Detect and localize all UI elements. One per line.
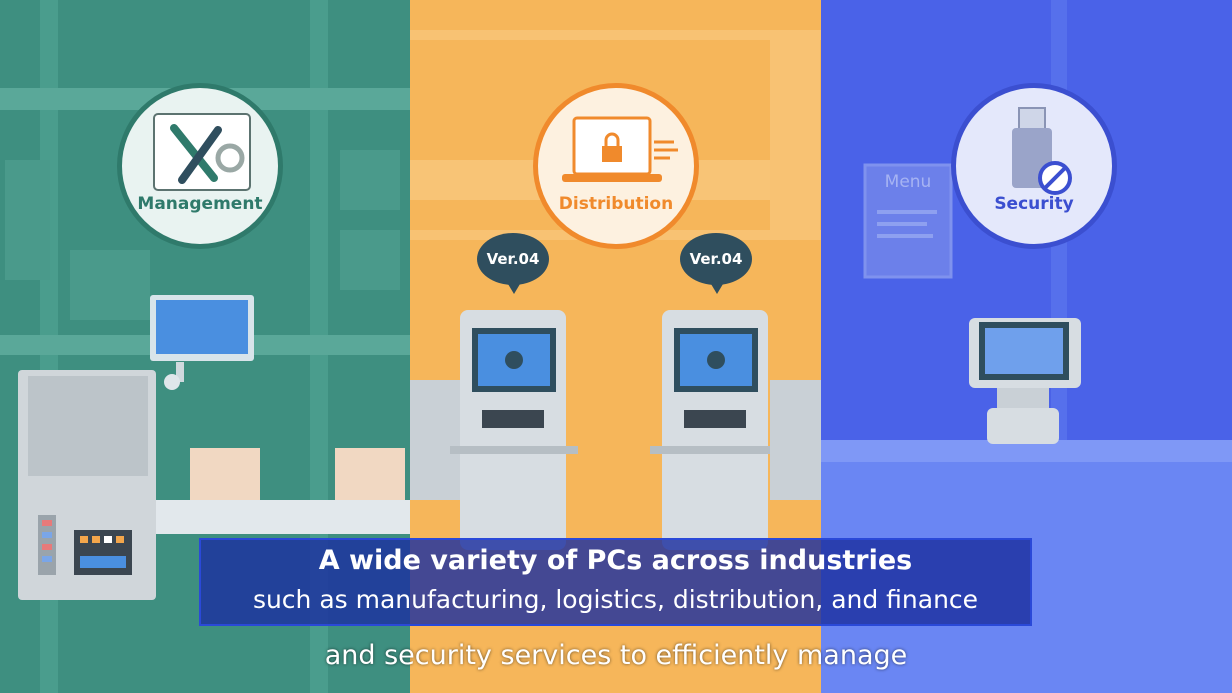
distribution-badge: Distribution xyxy=(533,83,699,249)
security-label: Security xyxy=(994,194,1074,214)
subtitle-line-1: A wide variety of PCs across industries xyxy=(318,545,913,576)
security-badge: Security xyxy=(951,83,1117,249)
kiosk-version-bubble: Ver.04 xyxy=(680,233,752,294)
management-badge: Management xyxy=(117,83,283,249)
kiosk-version-bubble: Ver.04 xyxy=(477,233,549,294)
usb-blocked-icon xyxy=(1012,107,1072,195)
subtitle-line-3: and security services to efficiently man… xyxy=(324,640,908,671)
menu-sign: Menu xyxy=(884,172,932,192)
subtitle-line-2: such as manufacturing, logistics, distri… xyxy=(252,585,979,614)
locked-laptop-icon xyxy=(562,116,678,182)
subtitle-box xyxy=(199,538,1032,626)
manufacturing-panel: Management xyxy=(0,0,410,693)
management-label: Management xyxy=(137,194,263,214)
distribution-label: Distribution xyxy=(558,194,674,214)
tools-icon xyxy=(153,113,251,191)
